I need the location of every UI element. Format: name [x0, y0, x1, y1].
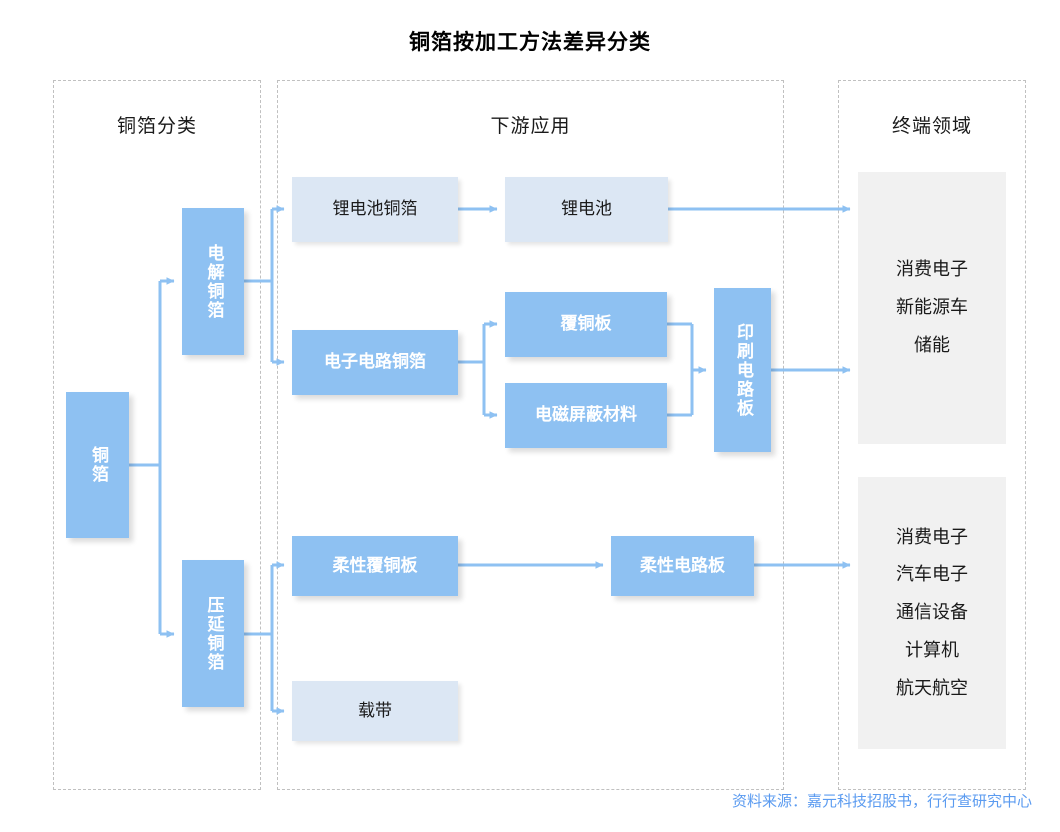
end-market-bottom-item-1: 汽车电子 [896, 564, 968, 585]
node-lithium-battery-copper-foil-label: 锂电池铜箔 [332, 199, 418, 219]
node-flexible-copper-clad-laminate[interactable]: 柔性覆铜板 [292, 536, 458, 596]
end-market-bottom-item-2: 通信设备 [896, 602, 968, 623]
end-market-bottom-item-0: 消费电子 [896, 526, 968, 547]
end-market-bottom-item-4: 航天航空 [896, 677, 968, 698]
node-printed-circuit-board-label: 印刷电路板 [733, 322, 753, 418]
node-copper-clad-laminate[interactable]: 覆铜板 [505, 292, 667, 357]
node-carrier-tape[interactable]: 载带 [292, 681, 458, 741]
source-note: 资料来源：嘉元科技招股书，行行查研究中心 [731, 793, 1032, 810]
node-electronic-circuit-copper-foil[interactable]: 电子电路铜箔 [292, 330, 458, 395]
end-market-top-item-2: 储能 [914, 334, 950, 355]
node-end-market-bottom[interactable]: 消费电子 汽车电子 通信设备 计算机 航天航空 [858, 477, 1006, 749]
end-market-top-list: 消费电子 新能源车 储能 [896, 251, 968, 364]
page-title: 铜箔按加工方法差异分类 [409, 31, 651, 54]
node-printed-circuit-board[interactable]: 印刷电路板 [714, 288, 771, 452]
node-copper-foil[interactable]: 铜箔 [66, 392, 129, 538]
node-electronic-circuit-copper-foil-label: 电子电路铜箔 [324, 352, 426, 372]
end-market-top-item-0: 消费电子 [896, 259, 968, 280]
node-rolled-copper-foil-label: 压延铜箔 [204, 595, 224, 672]
end-market-top-item-1: 新能源车 [896, 297, 968, 318]
node-carrier-tape-label: 载带 [358, 700, 392, 720]
panel-downstream-applications: 下游应用 [277, 80, 784, 790]
node-lithium-battery[interactable]: 锂电池 [505, 177, 668, 242]
node-copper-foil-label: 铜箔 [88, 446, 108, 484]
node-emi-shielding-material-label: 电磁屏蔽材料 [535, 405, 637, 425]
node-electrolytic-copper-foil-label: 电解铜箔 [204, 243, 224, 320]
end-market-bottom-item-3: 计算机 [905, 639, 959, 660]
node-electrolytic-copper-foil[interactable]: 电解铜箔 [182, 208, 244, 355]
node-end-market-top[interactable]: 消费电子 新能源车 储能 [858, 172, 1006, 444]
node-flexible-copper-clad-laminate-label: 柔性覆铜板 [332, 555, 418, 575]
end-market-bottom-list: 消费电子 汽车电子 通信设备 计算机 航天航空 [896, 519, 968, 708]
node-copper-clad-laminate-label: 覆铜板 [560, 314, 612, 334]
node-flexible-printed-circuit-label: 柔性电路板 [640, 555, 725, 575]
panel-end-markets: 终端领域 [838, 80, 1026, 790]
node-flexible-printed-circuit[interactable]: 柔性电路板 [611, 536, 754, 596]
node-emi-shielding-material[interactable]: 电磁屏蔽材料 [505, 383, 667, 448]
panel-copper-foil-classification: 铜箔分类 [53, 80, 261, 790]
panel-title-downstream-applications: 下游应用 [490, 116, 571, 137]
node-rolled-copper-foil[interactable]: 压延铜箔 [182, 560, 244, 707]
node-lithium-battery-copper-foil[interactable]: 锂电池铜箔 [292, 177, 458, 242]
panel-title-end-markets: 终端领域 [891, 116, 972, 137]
node-lithium-battery-label: 锂电池 [561, 199, 612, 219]
panel-title-copper-foil-classification: 铜箔分类 [116, 116, 197, 137]
